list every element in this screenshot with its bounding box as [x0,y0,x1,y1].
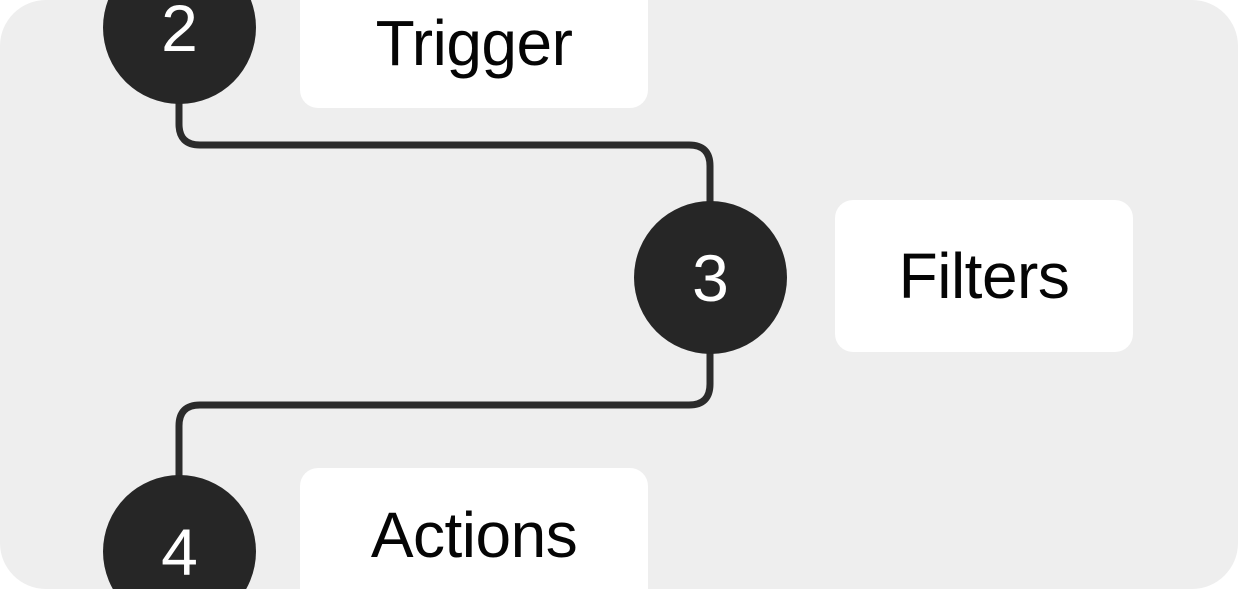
step-card-actions[interactable]: Actions [300,468,648,589]
step-node-2-number: 2 [161,0,198,65]
step-card-filters[interactable]: Filters [835,200,1133,352]
step-node-4-number: 4 [161,514,198,589]
step-node-3[interactable]: 3 [634,201,787,354]
step-card-filters-label: Filters [898,240,1070,312]
connector-step2-to-step3 [175,100,714,204]
step-card-trigger[interactable]: Trigger [300,0,648,108]
step-card-actions-label: Actions [370,499,578,571]
step-node-2[interactable]: 2 [103,0,256,104]
step-card-trigger-label: Trigger [375,7,573,79]
connector-step3-to-step4 [175,350,714,478]
step-node-4[interactable]: 4 [103,475,256,589]
step-node-3-number: 3 [692,240,729,315]
